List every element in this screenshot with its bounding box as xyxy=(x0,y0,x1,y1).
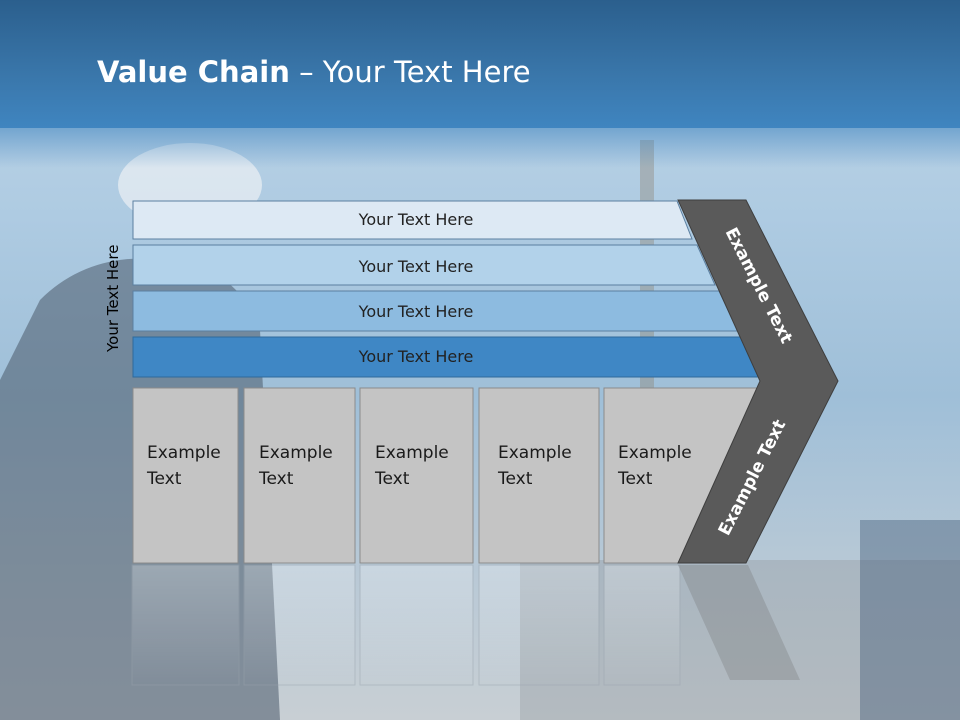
chevron-arrow xyxy=(677,199,839,564)
reflection xyxy=(131,564,800,686)
header-bar xyxy=(0,0,960,128)
row-label-1: Your Text Here xyxy=(358,210,474,229)
column-box-2 xyxy=(243,387,356,564)
column-box-3 xyxy=(359,387,474,564)
row-label-4: Your Text Here xyxy=(358,347,474,366)
slide-title: Value Chain – Your Text Here xyxy=(97,55,531,89)
row-label-2: Your Text Here xyxy=(358,257,474,276)
row-label-3: Your Text Here xyxy=(358,302,474,321)
column-box-4 xyxy=(478,387,600,564)
column-box-1 xyxy=(132,387,239,564)
row-bar-1 xyxy=(132,200,693,240)
row-bar-2 xyxy=(132,244,716,286)
